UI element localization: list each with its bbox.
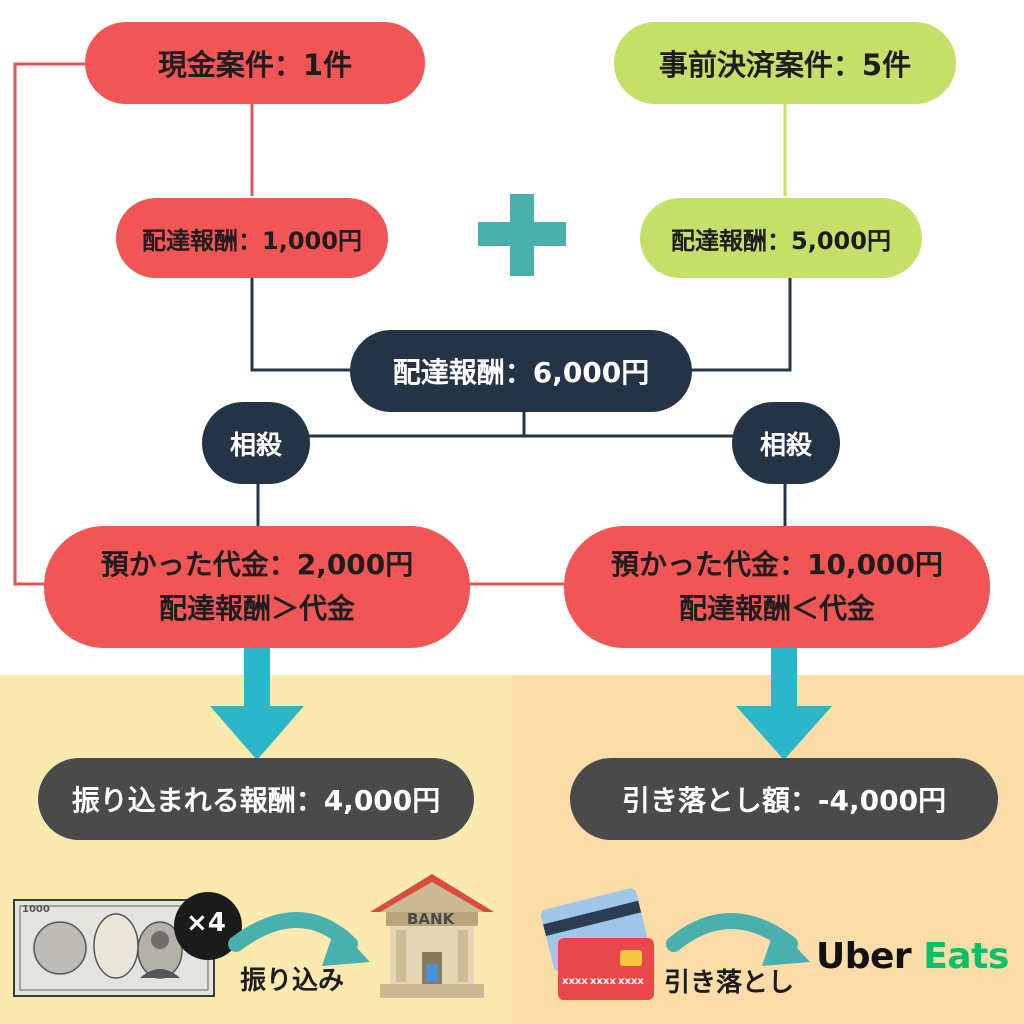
- total-reward-pill: 配達報酬：6,000円: [350, 330, 692, 412]
- uber-wordmark: Uber: [816, 936, 912, 977]
- cash-held-amount: 預かった代金：2,000円: [100, 548, 414, 581]
- offset-left-badge: 相殺: [202, 402, 310, 484]
- prepaid-held-amount: 預かった代金：10,000円: [610, 548, 944, 581]
- cash-held-pill: 預かった代金：2,000円 配達報酬＞代金: [44, 526, 470, 648]
- bank-icon: [370, 874, 494, 998]
- uber-eats-logo: Uber Eats: [816, 936, 1009, 977]
- prepaid-held-pill: 預かった代金：10,000円 配達報酬＜代金: [564, 526, 990, 648]
- offset-left-label: 相殺: [229, 430, 282, 461]
- offset-right-label: 相殺: [759, 430, 812, 461]
- reward-greater-than-amount: 配達報酬＞代金: [158, 592, 355, 625]
- multiplier-label: ×4: [186, 908, 226, 938]
- prepaid-reward-label: 配達報酬：5,000円: [671, 226, 891, 255]
- transfer-amount-label: 振り込まれる報酬：4,000円: [71, 784, 441, 817]
- multiplier-badge: [174, 892, 242, 960]
- debit-amount-pill: 引き落とし額：-4,000円: [570, 758, 998, 840]
- total-reward-label: 配達報酬：6,000円: [392, 356, 650, 389]
- prepaid-cases-label: 事前決済案件：5件: [658, 48, 912, 82]
- credit-card-icon: [540, 888, 654, 1000]
- prepaid-cases-pill: 事前決済案件：5件: [614, 22, 956, 104]
- offset-right-badge: 相殺: [732, 402, 840, 484]
- debit-caption: 引き落とし: [664, 968, 795, 998]
- bank-sign: BANK: [407, 910, 455, 928]
- down-arrow-left-icon: [210, 648, 304, 760]
- card-number-group-1: xxxx: [562, 976, 588, 987]
- banknote-denomination: 1000: [22, 904, 50, 915]
- cash-reward-pill: 配達報酬：1,000円: [116, 198, 388, 278]
- debit-amount-label: 引き落とし額：-4,000円: [621, 784, 947, 817]
- card-number-group-2: xxxx: [590, 976, 616, 987]
- reward-less-than-amount: 配達報酬＜代金: [678, 592, 875, 625]
- eats-wordmark: Eats: [923, 936, 1009, 977]
- cash-cases-label: 現金案件：1件: [157, 48, 353, 82]
- prepaid-reward-pill: 配達報酬：5,000円: [640, 198, 922, 278]
- transfer-amount-pill: 振り込まれる報酬：4,000円: [38, 758, 474, 840]
- down-arrow-right-icon: [736, 648, 832, 760]
- cash-reward-label: 配達報酬：1,000円: [142, 226, 362, 255]
- cash-cases-pill: 現金案件：1件: [85, 22, 425, 104]
- card-number-group-3: xxxx: [618, 976, 644, 987]
- transfer-caption: 振り込み: [240, 966, 345, 996]
